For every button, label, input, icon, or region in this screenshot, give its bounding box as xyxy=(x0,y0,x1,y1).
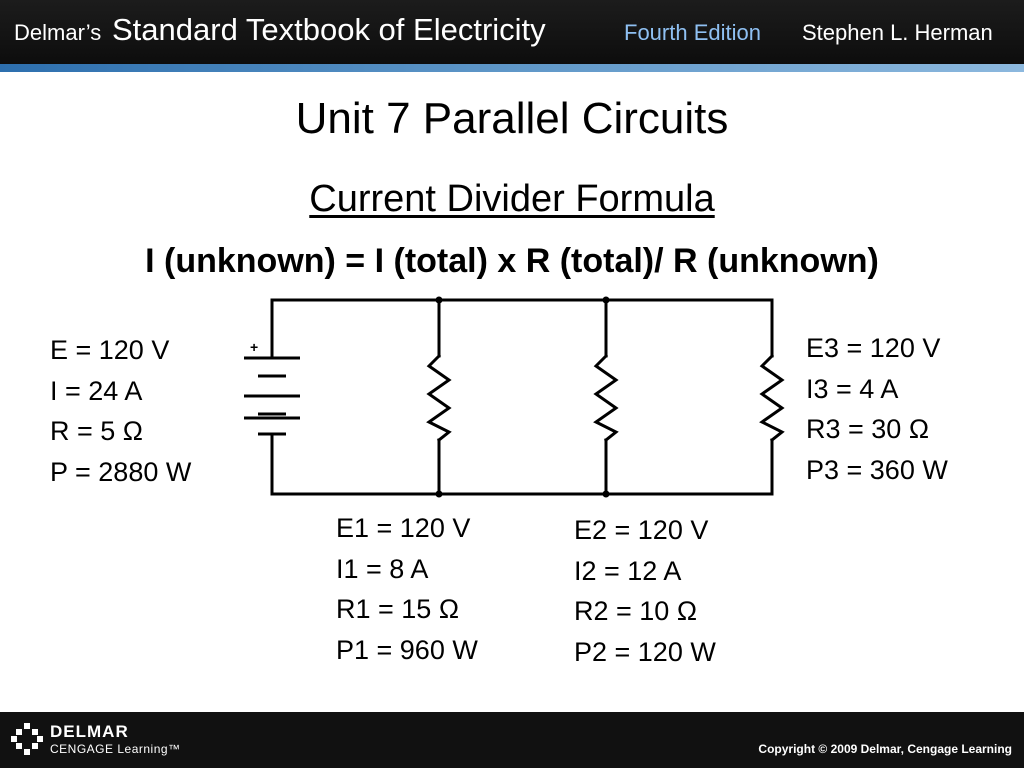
resistor-r3 xyxy=(759,353,785,443)
r1-current: I1 = 8 A xyxy=(336,553,429,584)
r2-resistance: R2 = 10 Ω xyxy=(574,596,698,626)
total-resistance: R = 5 Ω xyxy=(50,416,143,446)
junction-dots xyxy=(435,296,610,498)
r2-values: E2 = 120 V I2 = 12 A R2 = 10 Ω P2 = 120 … xyxy=(574,510,716,672)
r3-values: E3 = 120 V I3 = 4 A R3 = 30 Ω P3 = 360 W xyxy=(806,328,948,490)
r1-resistance: R1 = 15 Ω xyxy=(336,594,460,624)
delmar-logo-icon xyxy=(11,723,43,755)
author-label: Stephen L. Herman xyxy=(802,20,993,45)
brand-small: Delmar’s xyxy=(14,20,102,45)
r2-voltage: E2 = 120 V xyxy=(574,515,709,545)
r3-resistance: R3 = 30 Ω xyxy=(806,414,930,444)
battery-symbol xyxy=(244,356,300,436)
slide-title: Unit 7 Parallel Circuits xyxy=(295,94,729,143)
header-bar xyxy=(0,0,1024,64)
battery-plus-sign: + xyxy=(250,339,258,355)
total-power: P = 2880 W xyxy=(50,456,192,487)
header-stripe xyxy=(0,64,1024,72)
logo-cengage: CENGAGE Learning™ xyxy=(50,742,181,756)
r1-power: P1 = 960 W xyxy=(336,634,478,665)
r3-power: P3 = 360 W xyxy=(806,454,948,485)
edition-label: Fourth Edition xyxy=(624,20,761,45)
r3-voltage: E3 = 120 V xyxy=(806,333,941,363)
r1-values: E1 = 120 V I1 = 8 A R1 = 15 Ω P1 = 960 W xyxy=(336,508,478,670)
book-title: Standard Textbook of Electricity xyxy=(112,12,546,47)
r2-power: P2 = 120 W xyxy=(574,636,716,667)
slide-subtitle: Current Divider Formula xyxy=(309,178,715,220)
total-voltage: E = 120 V xyxy=(50,335,170,365)
current-divider-formula: I (unknown) = I (total) x R (total)/ R (… xyxy=(145,242,879,280)
total-current: I = 24 A xyxy=(50,375,143,406)
logo-delmar: DELMAR xyxy=(50,722,129,741)
copyright-notice: Copyright © 2009 Delmar, Cengage Learnin… xyxy=(758,742,1012,756)
total-values: E = 120 V I = 24 A R = 5 Ω P = 2880 W xyxy=(50,330,191,492)
r1-voltage: E1 = 120 V xyxy=(336,513,471,543)
resistor-r1 xyxy=(426,353,452,443)
r3-current: I3 = 4 A xyxy=(806,373,899,404)
resistor-r2 xyxy=(593,353,619,443)
r2-current: I2 = 12 A xyxy=(574,555,682,586)
footer-bar xyxy=(0,712,1024,768)
